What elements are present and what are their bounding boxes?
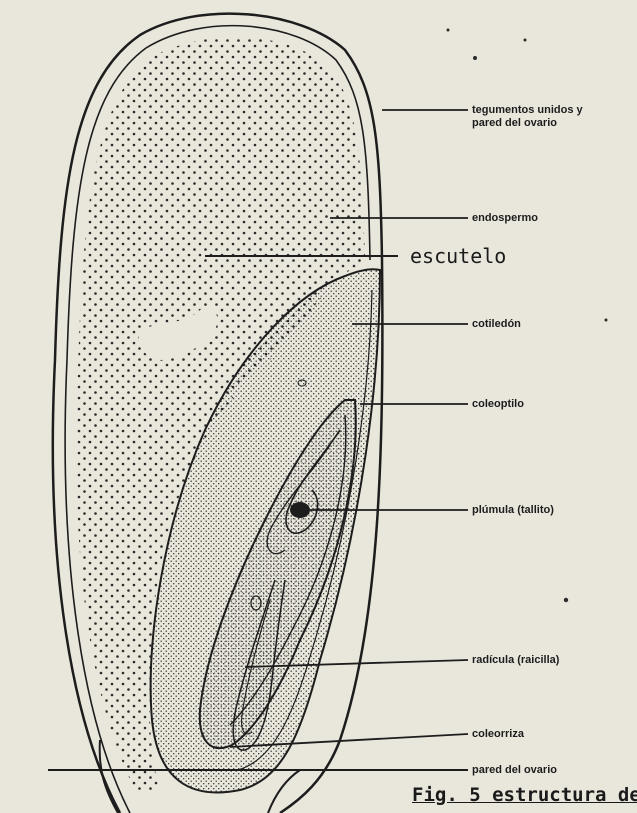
speck-2 xyxy=(524,39,527,42)
label-plumula: plúmula (tallito) xyxy=(472,504,554,516)
label-pared-ovario: pared del ovario xyxy=(472,764,557,776)
label-radicula: radícula (raicilla) xyxy=(472,654,559,666)
speck-1 xyxy=(447,29,450,32)
label-coleoptilo: coleoptilo xyxy=(472,398,524,410)
label-escutelo: escutelo xyxy=(410,244,506,268)
label-cotiledon: cotiledón xyxy=(472,318,521,330)
speck-4 xyxy=(605,319,608,322)
speck-3 xyxy=(473,56,477,60)
figure-caption: Fig. 5 estructura de xyxy=(412,784,637,806)
label-coleorriza: coleorriza xyxy=(472,728,524,740)
label-tegumentos-2: pared del ovario xyxy=(472,117,557,129)
label-endospermo: endospermo xyxy=(472,212,538,224)
label-tegumentos-1: tegumentos unidos y xyxy=(472,104,583,116)
plumule-core xyxy=(290,502,310,518)
bottom-line-mid xyxy=(268,770,300,813)
speck-5 xyxy=(564,598,568,602)
